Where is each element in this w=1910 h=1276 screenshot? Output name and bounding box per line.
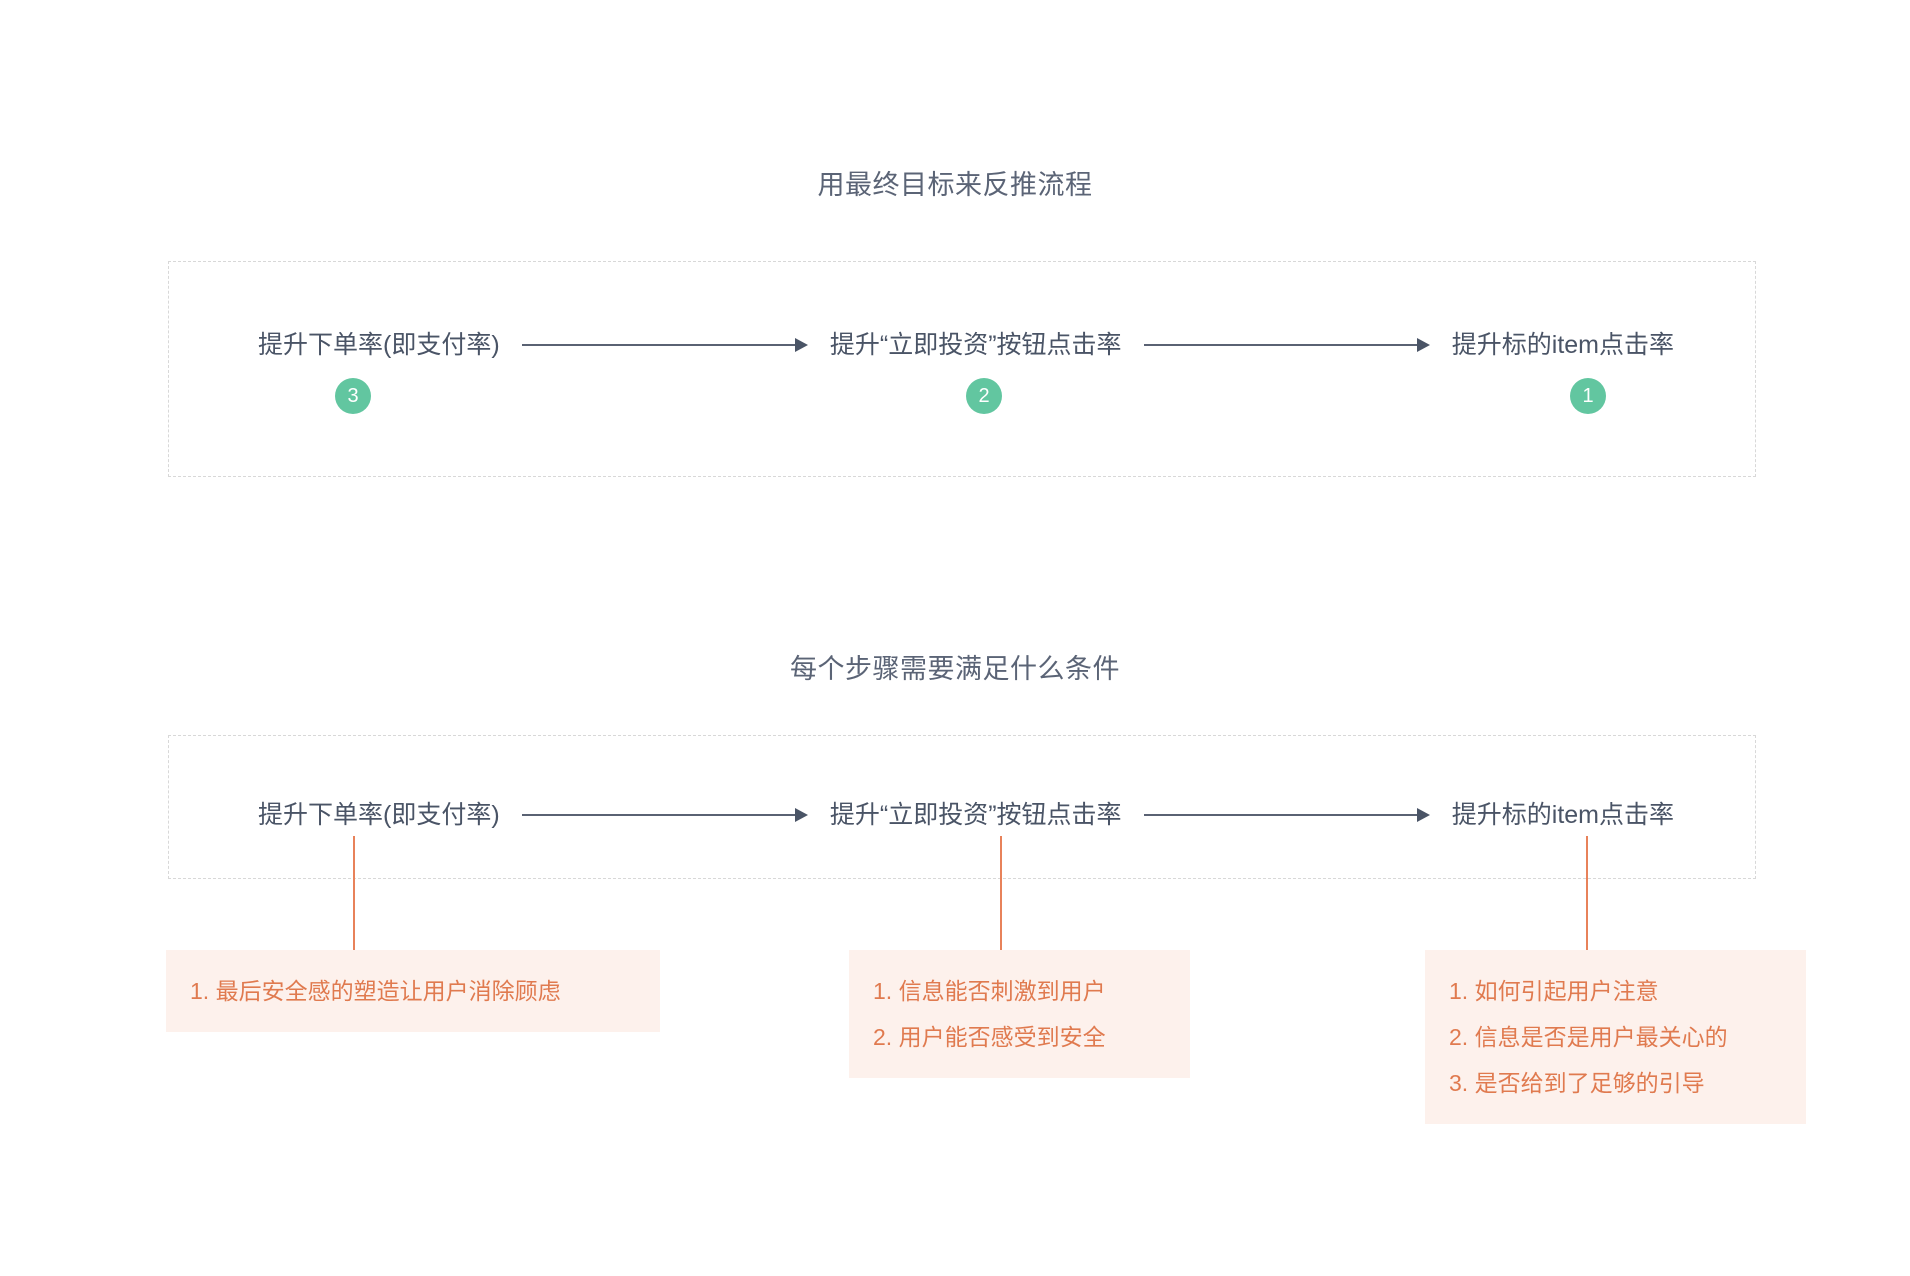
condition-item: 1. 最后安全感的塑造让用户消除顾虑	[190, 978, 561, 1004]
step-badge-1: 1	[1570, 378, 1606, 414]
condition-item: 2. 用户能否感受到安全	[873, 1024, 1106, 1050]
condition-card-invest-button: 1. 信息能否刺激到用户 2. 用户能否感受到安全	[849, 950, 1190, 1078]
arrow-head	[794, 338, 808, 352]
flow-node-order-rate[interactable]: 提升下单率(即支付率)	[258, 331, 500, 359]
arrow-right-icon	[1143, 338, 1430, 352]
step-badge-2: 2	[966, 378, 1002, 414]
arrow-shaft	[521, 814, 797, 816]
flow-row-primary: 提升下单率(即支付率) 提升“立即投资”按钮点击率 提升标的item点击率	[258, 325, 1674, 365]
condition-item: 3. 是否给到了足够的引导	[1449, 1070, 1705, 1096]
connector-line-to-condition-2	[1000, 836, 1002, 955]
arrow-right-icon	[521, 808, 808, 822]
arrow-shaft	[521, 344, 797, 346]
section-title-step-conditions: 每个步骤需要满足什么条件	[790, 654, 1120, 684]
arrow-shaft	[1143, 814, 1419, 816]
arrow-right-icon	[521, 338, 808, 352]
condition-card-order-rate: 1. 最后安全感的塑造让用户消除顾虑	[166, 950, 660, 1032]
flow-container-secondary	[168, 735, 1756, 879]
flow-row-secondary: 提升下单率(即支付率) 提升“立即投资”按钮点击率 提升标的item点击率	[258, 795, 1674, 835]
flow-node-invest-button-ctr-secondary[interactable]: 提升“立即投资”按钮点击率	[829, 801, 1122, 829]
flow-node-item-ctr-secondary[interactable]: 提升标的item点击率	[1451, 801, 1675, 829]
arrow-head	[1416, 808, 1430, 822]
section-title-goal-backtrack: 用最终目标来反推流程	[817, 170, 1093, 200]
flow-node-invest-button-ctr[interactable]: 提升“立即投资”按钮点击率	[829, 331, 1122, 359]
arrow-shaft	[1143, 344, 1419, 346]
condition-item: 1. 如何引起用户注意	[1449, 978, 1659, 1004]
flow-node-item-ctr[interactable]: 提升标的item点击率	[1451, 331, 1675, 359]
arrow-right-icon	[1143, 808, 1430, 822]
connector-line-to-condition-1	[353, 836, 355, 955]
condition-item: 2. 信息是否是用户最关心的	[1449, 1024, 1728, 1050]
connector-line-to-condition-3	[1586, 836, 1588, 955]
condition-card-item-ctr: 1. 如何引起用户注意 2. 信息是否是用户最关心的 3. 是否给到了足够的引导	[1425, 950, 1806, 1124]
flow-node-order-rate-secondary[interactable]: 提升下单率(即支付率)	[258, 801, 500, 829]
arrow-head	[1416, 338, 1430, 352]
arrow-head	[794, 808, 808, 822]
flow-container-primary	[168, 261, 1756, 477]
condition-item: 1. 信息能否刺激到用户	[873, 978, 1106, 1004]
step-badge-3: 3	[335, 378, 371, 414]
